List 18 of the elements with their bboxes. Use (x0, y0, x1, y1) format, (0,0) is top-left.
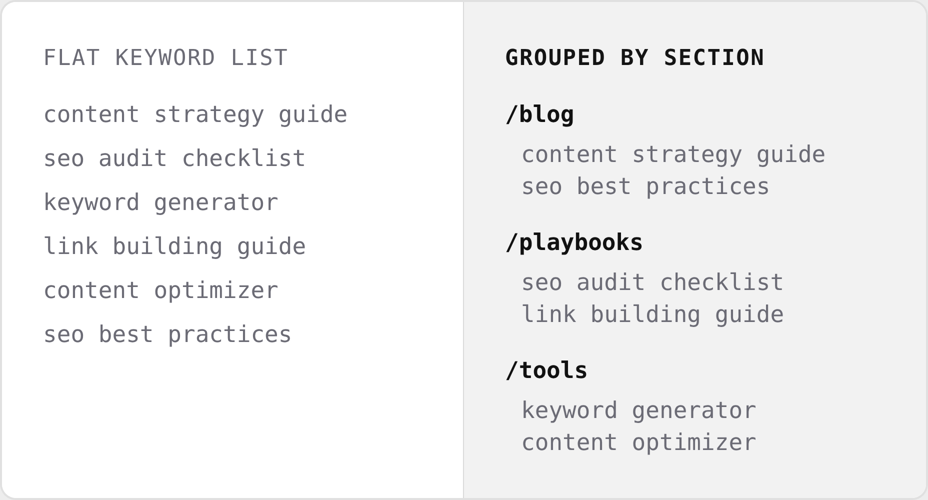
keyword-text: seo best practices (43, 321, 292, 349)
keyword-text: seo best practices (521, 173, 770, 201)
panel-heading: GROUPED BY SECTION (505, 45, 766, 73)
section-heading: /tools (505, 357, 588, 385)
grouped-list-panel (463, 2, 926, 498)
keyword-text: keyword generator (43, 189, 278, 217)
keyword-text: link building guide (43, 233, 306, 261)
keyword-text: content optimizer (43, 277, 278, 305)
panel-heading: FLAT KEYWORD LIST (43, 45, 289, 73)
keyword-text: content strategy guide (521, 141, 826, 169)
section-heading: /blog (505, 101, 574, 129)
section-heading: /playbooks (505, 229, 644, 257)
keyword-text: content strategy guide (43, 101, 348, 129)
keyword-text: seo audit checklist (521, 269, 784, 297)
keyword-text: link building guide (521, 301, 784, 329)
keyword-text: seo audit checklist (43, 145, 306, 173)
keyword-text: keyword generator (521, 397, 756, 425)
keyword-text: content optimizer (521, 429, 756, 457)
